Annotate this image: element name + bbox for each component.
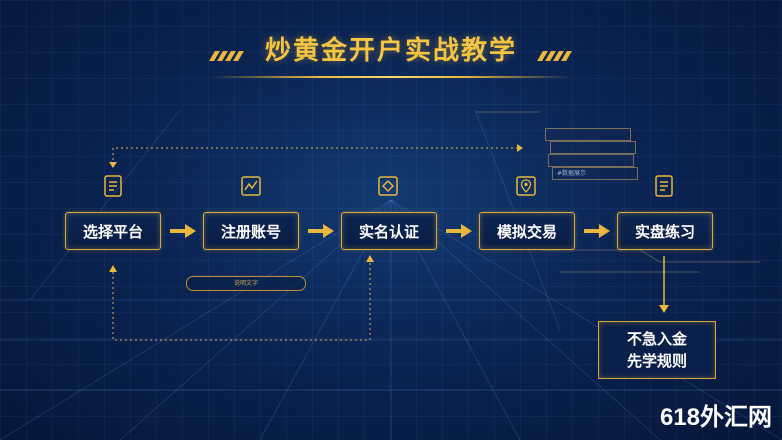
tip-line-2: 先学规则 — [626, 352, 687, 370]
caption-pill: 说明文字 — [186, 276, 306, 291]
title-decoration-right — [537, 46, 572, 61]
tip-line-1: 不急入金 — [626, 330, 687, 348]
step-register-account: 注册账号 — [203, 212, 299, 250]
page-title: 炒黄金开户实战教学 — [264, 36, 517, 66]
arrow-right-icon — [446, 224, 472, 238]
title-underline — [210, 76, 572, 78]
document-icon — [104, 175, 122, 197]
step-demo-trading: 模拟交易 — [479, 212, 575, 250]
chart-line-icon — [241, 176, 261, 196]
mini-panel-row — [545, 128, 631, 141]
diamond-badge-icon — [378, 176, 398, 196]
location-pin-icon — [516, 176, 536, 196]
step-verify-identity: 实名认证 — [341, 212, 437, 250]
step-select-platform: 选择平台 — [65, 212, 161, 250]
mini-panel-row — [550, 141, 636, 154]
arrow-right-icon — [584, 224, 610, 238]
step-live-practice: 实盘练习 — [617, 212, 713, 250]
tip-box: 不急入金 先学规则 — [598, 321, 716, 379]
document-icon — [655, 175, 673, 197]
mini-panel-row: #数据展示 — [552, 167, 638, 180]
mini-panel-row — [548, 154, 634, 167]
arrow-right-icon — [308, 224, 334, 238]
watermark: 618外汇网 — [659, 404, 772, 431]
arrow-right-icon — [170, 224, 196, 238]
